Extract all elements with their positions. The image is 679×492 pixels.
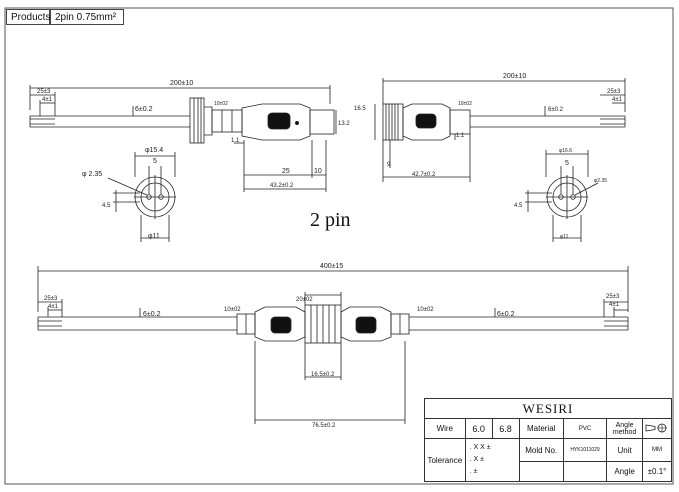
- products-label: Products: [6, 9, 50, 25]
- top-right-labels: 200±10 25±3 4±1 6±0.2 10±02 16.5 1.1 9 4…: [354, 73, 623, 178]
- tl-dim-25: 25: [282, 168, 290, 175]
- projection-symbol: [642, 418, 672, 440]
- b-strip-inner-left: 4±1: [48, 304, 59, 310]
- b-strip-outer-left: 25±3: [44, 296, 58, 302]
- b-mid: 16.5±0.2: [311, 372, 335, 378]
- tolerance-3: . ±: [469, 468, 478, 476]
- wire-value-2: 6.8: [491, 418, 520, 440]
- tl-overall: 43.2±0.2: [270, 183, 294, 189]
- tr-gap: 1.1: [456, 133, 465, 139]
- top-left-connector: [29, 85, 337, 192]
- fr-inner: φ11: [560, 234, 569, 240]
- b-strip-inner-right: 4±1: [609, 302, 620, 308]
- top-right-connector: [374, 78, 626, 182]
- bottom-labels: 400±15 25±3 4±1 6±0.2 10±02 20±02 10±02 …: [44, 263, 620, 429]
- tolerance-values: . X X ± . X ± . ±: [464, 438, 520, 482]
- b-nut-dia: 20±02: [296, 297, 313, 303]
- face-left-labels: φ15.4 5 φ 2.35 4.5 φ11: [82, 147, 163, 240]
- tl-wire-dia: 6±0.2: [135, 106, 153, 113]
- tl-nut-dim: 10±02: [214, 101, 228, 107]
- b-wire-dia-right: 6±0.2: [497, 311, 515, 318]
- tl-strip-inner: 4±1: [42, 97, 53, 103]
- b-wire-dia-left: 6±0.2: [143, 311, 161, 318]
- tl-body-dia: 13.2: [338, 121, 350, 127]
- fl-outer: φ15.4: [145, 147, 163, 154]
- mold-label: Mold No.: [518, 438, 564, 462]
- b-strip-outer-right: 25±3: [606, 294, 620, 300]
- fr-outer: φ16.6: [559, 148, 572, 154]
- b-nut-left: 10±02: [224, 307, 241, 313]
- angle-method-label: Angle method: [606, 418, 643, 440]
- projection-icon: [645, 423, 667, 433]
- b-nut-right: 10±02: [417, 307, 434, 313]
- drawing-title: 2 pin: [310, 209, 351, 231]
- top-left-labels: 200±10 25±3 4±1 6±0.2 10±02 1.1 13.2 25 …: [37, 80, 350, 189]
- tr-nut-dim: 10±02: [458, 101, 472, 107]
- face-right-labels: φ16.6 5 φ2.35 4.5 φ11: [514, 148, 607, 240]
- fl-inner: φ11: [148, 233, 160, 240]
- title-block: WESIRI Wire 6.0 6.8 Material PVC Angle m…: [424, 397, 672, 483]
- tr-overall: 42.7±0.2: [412, 172, 436, 178]
- tr-strip-inner: 4±1: [612, 97, 623, 103]
- tolerance-label: Tolerance: [424, 438, 466, 482]
- face-view-right: [525, 150, 599, 242]
- face-view-left: [107, 152, 176, 242]
- fr-pin: φ2.35: [594, 178, 607, 184]
- tr-thread-dia: 16.5: [354, 106, 366, 112]
- mold-value: HYK1011029: [562, 438, 608, 462]
- tl-dim-10: 10: [314, 168, 322, 175]
- unit-value: MM: [642, 438, 672, 462]
- angle-value: ±0.1°: [642, 460, 672, 483]
- tl-length: 200±10: [170, 80, 193, 87]
- tl-gap: 1.1: [231, 138, 240, 144]
- sheet-border: [4, 7, 674, 485]
- company-name: WESIRI: [424, 397, 672, 420]
- tl-strip-outer: 25±3: [37, 89, 51, 95]
- tr-wire-dia: 6±0.2: [548, 107, 564, 113]
- unit-label: Unit: [606, 438, 643, 462]
- fl-pin-spacing: 5: [153, 158, 157, 165]
- tolerance-2: . X ±: [469, 456, 484, 464]
- fl-pin: φ 2.35: [82, 171, 102, 178]
- b-length: 400±15: [320, 263, 343, 270]
- fr-pin-spacing: 5: [565, 160, 569, 167]
- b-overall: 76.5±0.2: [312, 423, 336, 429]
- tr-strip-outer: 25±3: [607, 89, 621, 95]
- tr-dim-9: 9: [387, 162, 391, 168]
- wire-label: Wire: [424, 418, 466, 440]
- tr-length: 200±10: [503, 73, 526, 80]
- tolerance-1: . X X ±: [469, 444, 491, 452]
- angle-label: Angle: [606, 460, 643, 483]
- fr-height: 4.5: [514, 203, 523, 209]
- material-label: Material: [518, 418, 564, 440]
- bottom-assembly: [37, 266, 629, 424]
- fl-height: 4.5: [102, 203, 111, 209]
- material-value: PVC: [562, 418, 608, 440]
- products-value: 2pin 0.75mm²: [50, 9, 124, 25]
- wire-value-1: 6.0: [464, 418, 493, 440]
